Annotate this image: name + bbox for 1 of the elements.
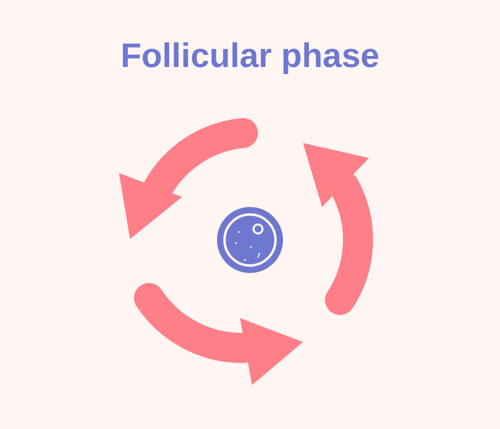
title: Follicular phase bbox=[120, 38, 380, 76]
